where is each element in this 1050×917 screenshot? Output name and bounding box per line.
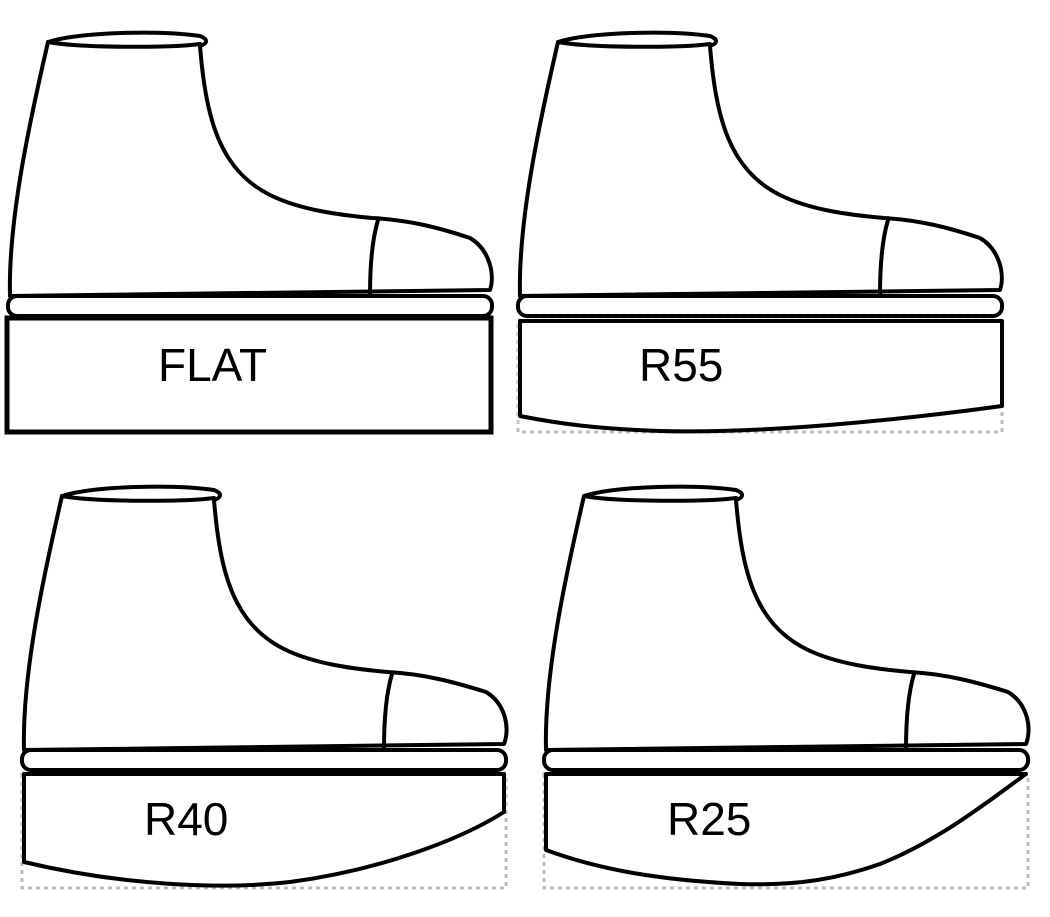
shoe-collar: [556, 40, 712, 49]
shoe-flat: FLAT: [4, 30, 494, 435]
shoe-upper: [517, 30, 1004, 298]
flat-base: [4, 315, 494, 435]
shoe-r55: R55: [516, 30, 1004, 434]
label-r25: R25: [667, 793, 751, 845]
label-r40: R40: [144, 793, 228, 845]
shoe-upper: [21, 484, 509, 752]
shoe-collar: [582, 494, 738, 503]
shoe-sole: [516, 294, 1004, 318]
shoe-sole: [542, 748, 1030, 772]
label-r55: R55: [639, 339, 723, 391]
shoe-upper: [7, 30, 494, 298]
shoe-collar: [60, 494, 216, 503]
shoe-toe-line: [368, 218, 380, 297]
shoe-r25: R25: [542, 484, 1031, 890]
shoe-toe-line: [382, 672, 394, 751]
shoe-toe-line: [904, 672, 916, 751]
shoe-sole: [6, 294, 494, 318]
shoe-toe-line: [878, 218, 890, 297]
shoe-sole: [20, 748, 508, 772]
rocker-base-r25: [544, 772, 1028, 887]
rocker-base-r40: [22, 772, 506, 888]
shoe-r40: R40: [20, 484, 509, 890]
shoe-collar: [46, 40, 202, 49]
label-flat: FLAT: [158, 339, 267, 391]
rocker-base-r55: [518, 319, 1004, 434]
shoe-upper: [543, 484, 1031, 752]
